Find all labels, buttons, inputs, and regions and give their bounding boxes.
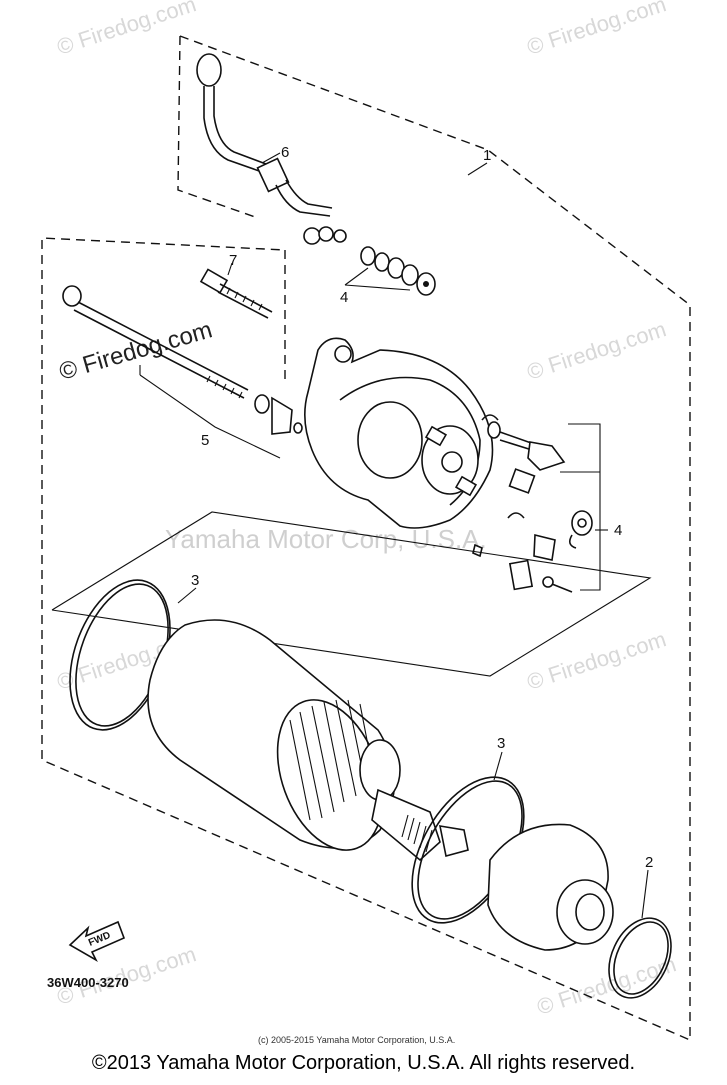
through-bolt-5 (62, 285, 303, 459)
callout-7: 7 (229, 252, 237, 269)
bolt-7 (199, 268, 273, 319)
watermark-mid-right: © Firedog.com (524, 316, 669, 384)
callout-4-upper: 4 (340, 289, 348, 306)
watermark-center: Yamaha Motor Corp, U.S.A. (165, 524, 487, 554)
lead-wire (196, 53, 347, 245)
watermark-right: © Firedog.com (524, 626, 669, 694)
callout-4-right: 4 (614, 522, 622, 539)
leader-lines (177, 152, 649, 919)
callout-6: 6 (281, 144, 289, 161)
o-ring-2 (608, 917, 672, 999)
armature-yoke (147, 619, 469, 862)
front-cover (487, 823, 614, 951)
watermark-bottom-right: © Firedog.com (534, 951, 679, 1019)
washer-set-upper (344, 246, 436, 296)
watermark-top-left: © Firedog.com (54, 0, 199, 60)
callout-5: 5 (201, 432, 209, 449)
callout-numbers: 1 2 3 3 4 4 5 6 7 (191, 144, 653, 871)
callout-2: 2 (645, 854, 653, 871)
callout-3-right: 3 (497, 735, 505, 752)
watermark-top-right: © Firedog.com (524, 0, 669, 60)
fwd-arrow: FWD (68, 920, 126, 963)
small-copyright: (c) 2005-2015 Yamaha Motor Corporation, … (258, 1035, 455, 1045)
watermark-dark-left: © Firedog.com (56, 316, 215, 385)
end-cover (304, 337, 525, 558)
assembly-outline (41, 35, 691, 1042)
callout-3-left: 3 (191, 572, 199, 589)
callout-1: 1 (483, 147, 491, 164)
footer-copyright: ©2013 Yamaha Motor Corporation, U.S.A. A… (91, 1052, 636, 1074)
part-code: 36W400-3270 (47, 975, 129, 990)
armature-bracket (51, 511, 652, 677)
brush-parts (487, 421, 608, 593)
